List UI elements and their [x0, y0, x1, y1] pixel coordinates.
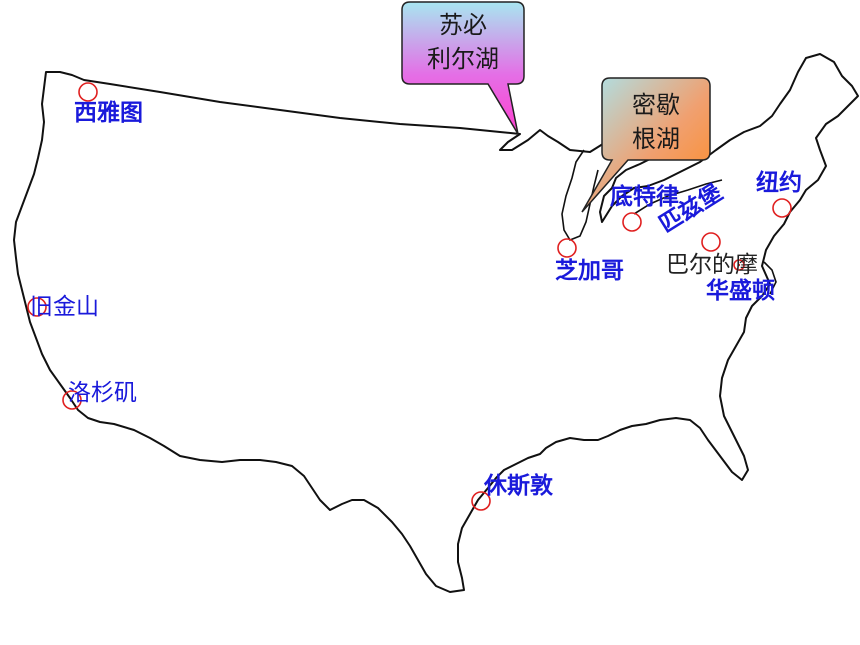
new-york-marker — [772, 198, 792, 218]
city-label-san-francisco: 旧金山 — [30, 294, 99, 320]
lake-erie-shore — [633, 179, 723, 215]
washington-marker-dot — [737, 263, 741, 267]
city-label-chicago: 芝加哥 — [555, 258, 624, 284]
superior-callout-bubble — [401, 1, 525, 135]
pittsburgh-marker — [701, 232, 721, 252]
superior-line1: 苏必 — [439, 11, 487, 39]
san-francisco-marker — [27, 297, 47, 317]
florida-detail — [763, 261, 777, 295]
michigan-line1: 密歇 — [632, 91, 680, 119]
washington-marker — [733, 259, 745, 271]
superior-callout-text: 苏必 利尔湖 — [404, 8, 522, 76]
city-label-washington: 华盛顿 — [706, 278, 775, 304]
superior-line2: 利尔湖 — [427, 45, 499, 73]
seattle-marker — [78, 82, 98, 102]
detroit-marker — [622, 212, 642, 232]
michigan-callout-bubble — [581, 77, 711, 213]
michigan-callout-text: 密歇 根湖 — [604, 88, 708, 156]
city-label-detroit: 底特律 — [610, 184, 679, 210]
city-label-baltimore: 巴尔的摩 — [666, 252, 758, 278]
city-label-new-york: 纽约 — [756, 170, 802, 196]
us-outline — [13, 53, 859, 593]
city-label-seattle: 西雅图 — [74, 100, 143, 126]
michigan-line2: 根湖 — [632, 125, 680, 153]
city-label-houston: 休斯敦 — [484, 473, 553, 499]
los-angeles-marker — [62, 390, 82, 410]
chicago-marker — [557, 238, 577, 258]
houston-marker — [471, 491, 491, 511]
city-label-los-angeles: 洛杉矶 — [68, 380, 137, 406]
